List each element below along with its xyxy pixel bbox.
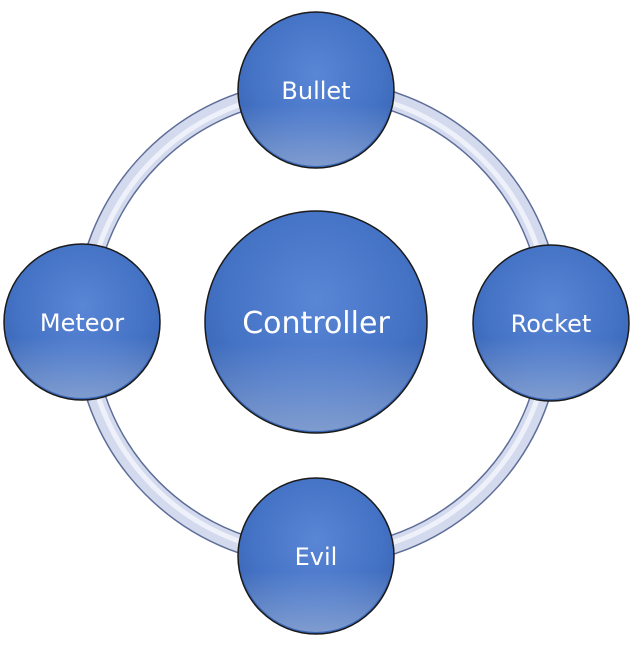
bullet-node: Bullet <box>237 11 395 169</box>
evil-node: Evil <box>237 477 395 635</box>
bullet-label: Bullet <box>281 77 350 105</box>
rocket-label: Rocket <box>511 310 592 338</box>
evil-label: Evil <box>295 543 338 571</box>
meteor-label: Meteor <box>40 309 124 337</box>
controller-node: Controller <box>204 210 428 434</box>
meteor-node: Meteor <box>3 243 161 401</box>
rocket-node: Rocket <box>472 244 630 402</box>
controller-label: Controller <box>242 306 390 341</box>
